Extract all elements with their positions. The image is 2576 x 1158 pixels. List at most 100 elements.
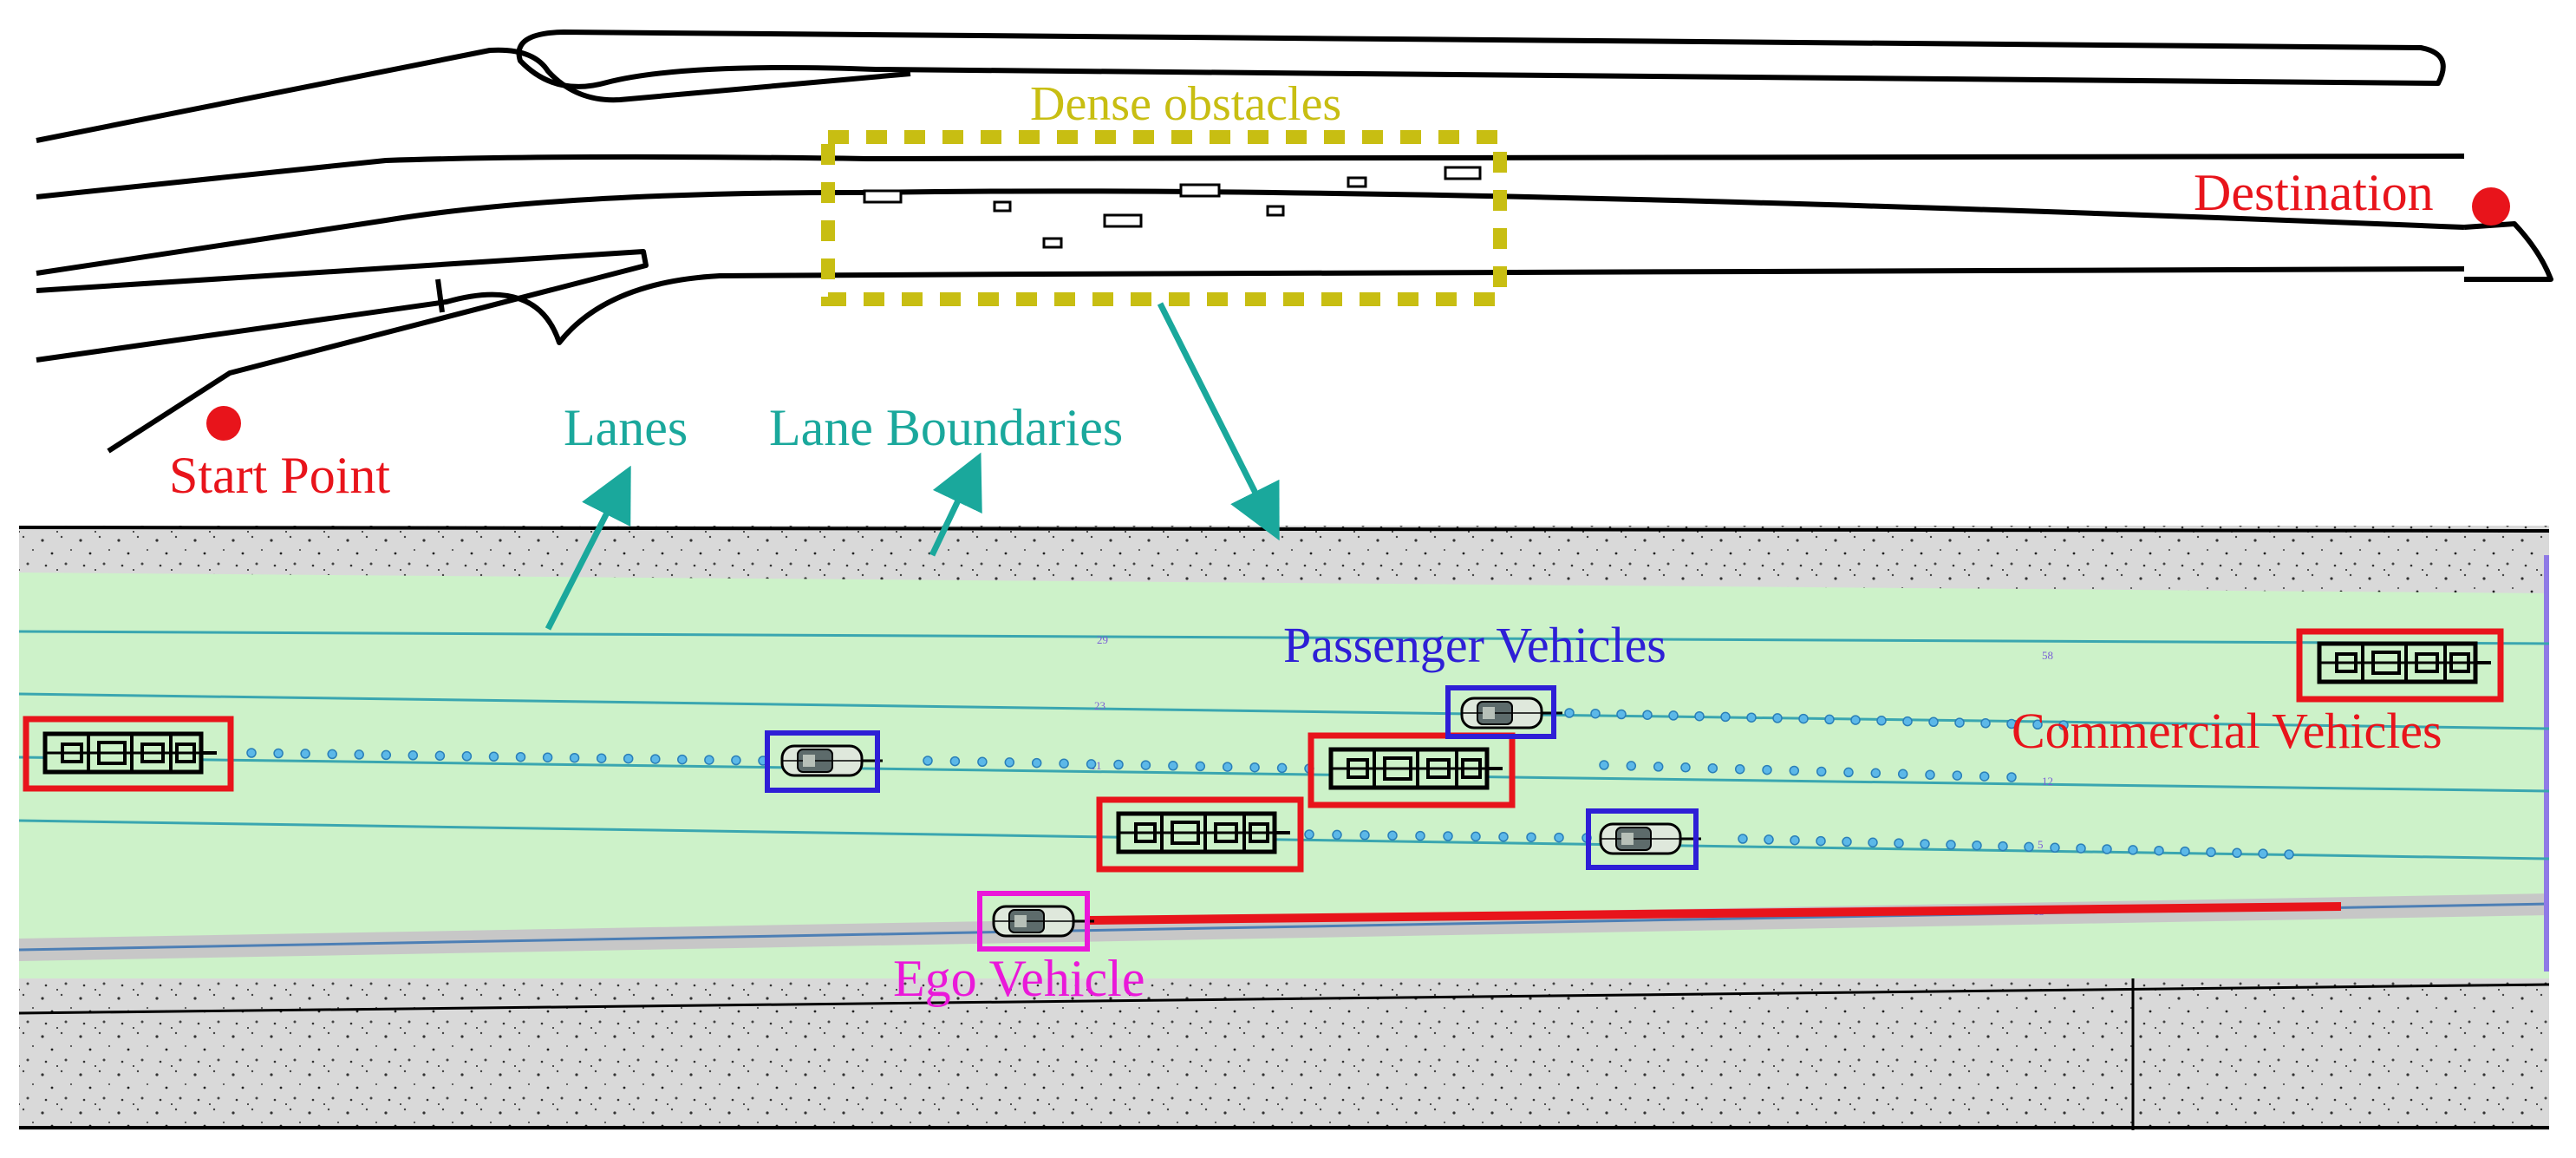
trajectory-point	[1876, 716, 1887, 726]
lanes-label: Lanes	[564, 399, 688, 456]
lanes-arrow	[545, 465, 631, 631]
trajectory-point	[1998, 841, 2008, 852]
trajectory-point	[2258, 848, 2268, 859]
trajectory-point	[1868, 837, 1878, 848]
trajectory-point	[1824, 714, 1835, 725]
lane-id: 29	[1097, 633, 1108, 646]
trajectory-point	[1764, 834, 1774, 845]
ego-planned-path	[1088, 902, 2341, 925]
trajectory-point	[1972, 840, 1982, 851]
passenger-vehicle-box	[1445, 685, 1556, 739]
trajectory-point	[1590, 708, 1601, 719]
trajectory-point	[977, 756, 988, 768]
trajectory-point	[1276, 762, 1288, 774]
trajectory-point	[1734, 763, 1745, 775]
trajectory-point	[1816, 835, 1826, 847]
trajectory-point	[434, 750, 446, 762]
lane-boundaries-arrow	[929, 452, 982, 557]
trajectory-point	[1707, 762, 1718, 774]
trajectory-point	[1564, 708, 1575, 718]
passenger-vehicles-label: Passenger Vehicles	[1283, 617, 1666, 673]
start-marker-icon	[206, 406, 241, 441]
trajectory-point	[1746, 712, 1757, 723]
trajectory-point	[1925, 769, 1935, 780]
trajectory-point	[1720, 711, 1731, 723]
trajectory-point	[1140, 760, 1151, 770]
trajectory-point	[273, 748, 284, 759]
trajectory-point	[354, 749, 364, 760]
lane-lines	[18, 630, 2550, 860]
trajectory-point	[1031, 757, 1042, 769]
trajectory-point	[1653, 762, 1664, 772]
trajectory-point	[2232, 847, 2242, 859]
trajectory-point	[923, 756, 933, 766]
dense-obstacles-label: Dense obstacles	[1030, 77, 1341, 131]
start-point-label: Start Point	[169, 447, 390, 504]
trajectory-point	[2154, 845, 2164, 856]
trajectory-point	[1113, 759, 1124, 770]
trajectory-point	[1626, 761, 1637, 771]
obstacles	[863, 166, 1482, 249]
trajectory-point	[1616, 709, 1627, 720]
trajectory-point	[2006, 718, 2017, 729]
trajectory-point	[2180, 846, 2190, 857]
commercial-vehicle-box	[2296, 628, 2504, 703]
trajectory-point	[1304, 829, 1314, 840]
trajectory-point	[1816, 766, 1827, 777]
trajectory-point	[1738, 834, 1748, 844]
trajectory-point	[2206, 847, 2216, 858]
destination-marker-icon	[2472, 187, 2510, 226]
trajectory-point	[1415, 830, 1425, 841]
trajectory-point	[1443, 831, 1453, 841]
trajectory-point	[569, 752, 580, 763]
destination-label: Destination	[2194, 164, 2434, 221]
commercial-vehicles-label: Commercial Vehicles	[2012, 703, 2442, 759]
passenger-vehicle-box	[1586, 808, 1699, 870]
trajectory-point	[1789, 765, 1800, 776]
vehicles	[23, 628, 2504, 952]
trajectory-point	[1694, 710, 1705, 722]
trajectory-point	[1249, 762, 1260, 773]
trajectory-point	[2102, 844, 2112, 854]
trajectory-point	[488, 751, 499, 762]
trajectory-point	[408, 750, 419, 761]
trajectory-point	[1850, 715, 1861, 725]
trajectory-point	[949, 756, 961, 767]
trajectory-point	[1902, 716, 1913, 727]
trajectory-point	[1928, 716, 1939, 728]
trajectory-point	[1332, 829, 1342, 841]
trajectory-point	[2284, 849, 2294, 860]
trajectory-point	[2128, 845, 2138, 855]
road-network-map	[36, 29, 2553, 454]
trajectory-point	[461, 751, 473, 762]
trajectory-point	[381, 749, 392, 761]
trajectory-point	[327, 749, 337, 760]
trajectory-point	[1954, 717, 1965, 728]
trajectory-point	[1980, 718, 1991, 729]
trajectory-point	[1526, 832, 1536, 842]
trajectory-point	[2058, 720, 2069, 730]
trajectory-point	[1642, 710, 1653, 720]
commercial-vehicle-box	[1096, 796, 1304, 873]
trajectory-point	[1842, 836, 1852, 847]
lane-id: 23	[1094, 699, 1105, 712]
trajectory-point	[1222, 762, 1233, 772]
annotation-arrows	[545, 302, 1280, 631]
lane-id: 5	[2038, 838, 2044, 851]
trajectory-point	[1059, 758, 1069, 769]
trajectory-point	[1762, 764, 1772, 775]
trajectory-point	[1979, 771, 1990, 782]
trajectory-point	[1360, 830, 1370, 841]
trajectory-point	[2032, 719, 2043, 730]
commercial-vehicle-box	[23, 716, 234, 792]
trajectory-point	[1195, 761, 1206, 772]
trajectory-point	[650, 754, 661, 764]
ego-vehicle-label: Ego Vehicle	[893, 950, 1145, 1007]
trajectory-point	[2006, 772, 2017, 782]
trajectory-point	[1952, 770, 1963, 781]
trajectory-point	[1894, 838, 1904, 848]
trajectory-point	[1843, 767, 1854, 778]
trajectory-point	[300, 749, 310, 759]
trajectory-point	[1790, 834, 1800, 846]
